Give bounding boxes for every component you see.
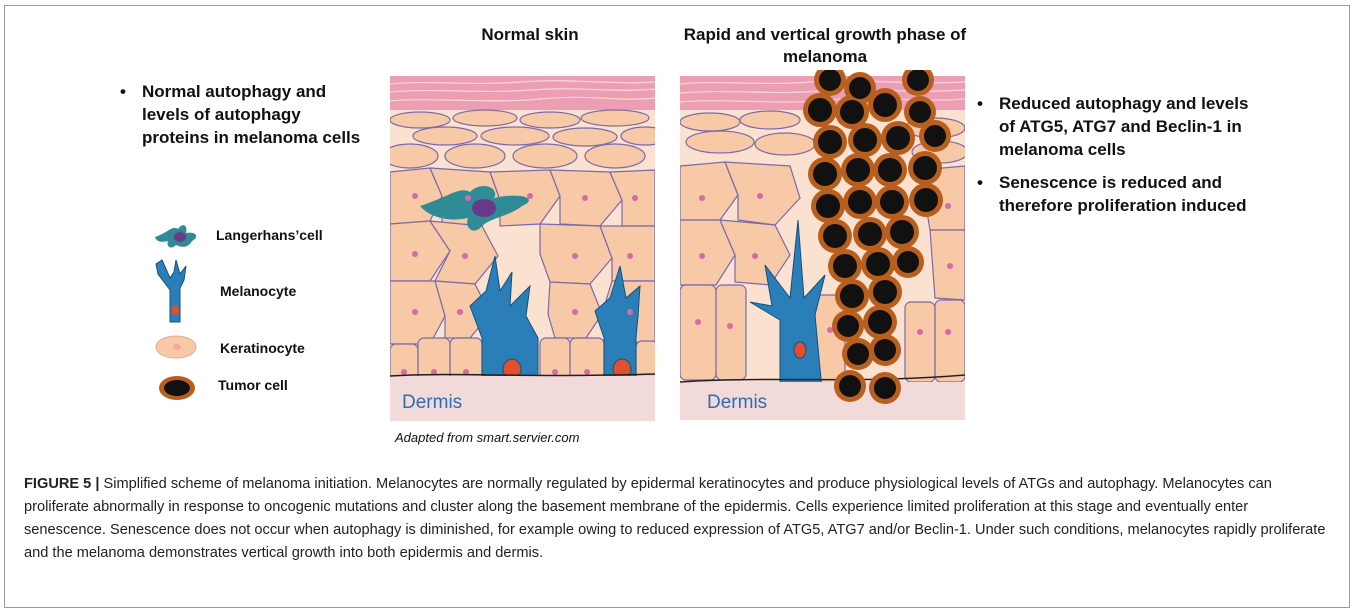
normal-skin-title: Normal skin <box>430 24 630 46</box>
figure-caption: FIGURE 5 | Simplified scheme of melanoma… <box>24 473 1334 565</box>
keratinocyte-icon <box>156 336 196 358</box>
normal-skin-illustration: Dermis <box>390 76 655 421</box>
caption-text: Simplified scheme of melanoma initiation… <box>24 476 1325 561</box>
right-bullet-list: •Reduced autophagy and levels of ATG5, A… <box>977 92 1262 217</box>
caption-label: FIGURE 5 | <box>24 476 99 492</box>
stratum-corneum <box>390 76 655 110</box>
image-credit: Adapted from smart.servier.com <box>395 430 579 445</box>
dermis-label: Dermis <box>402 392 462 413</box>
legend-tumor-label: Tumor cell <box>218 377 288 393</box>
melanoma-illustration: Dermis <box>680 70 965 420</box>
right-bullet-item: •Reduced autophagy and levels of ATG5, A… <box>977 92 1262 161</box>
legend-melanocyte-label: Melanocyte <box>220 283 296 299</box>
right-bullet-item: •Senescence is reduced and therefore pro… <box>977 171 1262 217</box>
left-bullet-list: •Normal autophagy and levels of autophag… <box>120 80 370 149</box>
melanoma-title: Rapid and vertical growth phase of melan… <box>670 24 980 68</box>
legend-langerhans-label: Langerhans’cell <box>216 227 323 243</box>
left-bullet-item: •Normal autophagy and levels of autophag… <box>120 80 370 149</box>
legend-keratinocyte-label: Keratinocyte <box>220 340 305 356</box>
langerhans-cell-icon <box>155 225 196 247</box>
melanocyte-icon <box>156 260 186 322</box>
dermis-label: Dermis <box>707 392 767 413</box>
tumor-cell-icon <box>159 376 195 400</box>
